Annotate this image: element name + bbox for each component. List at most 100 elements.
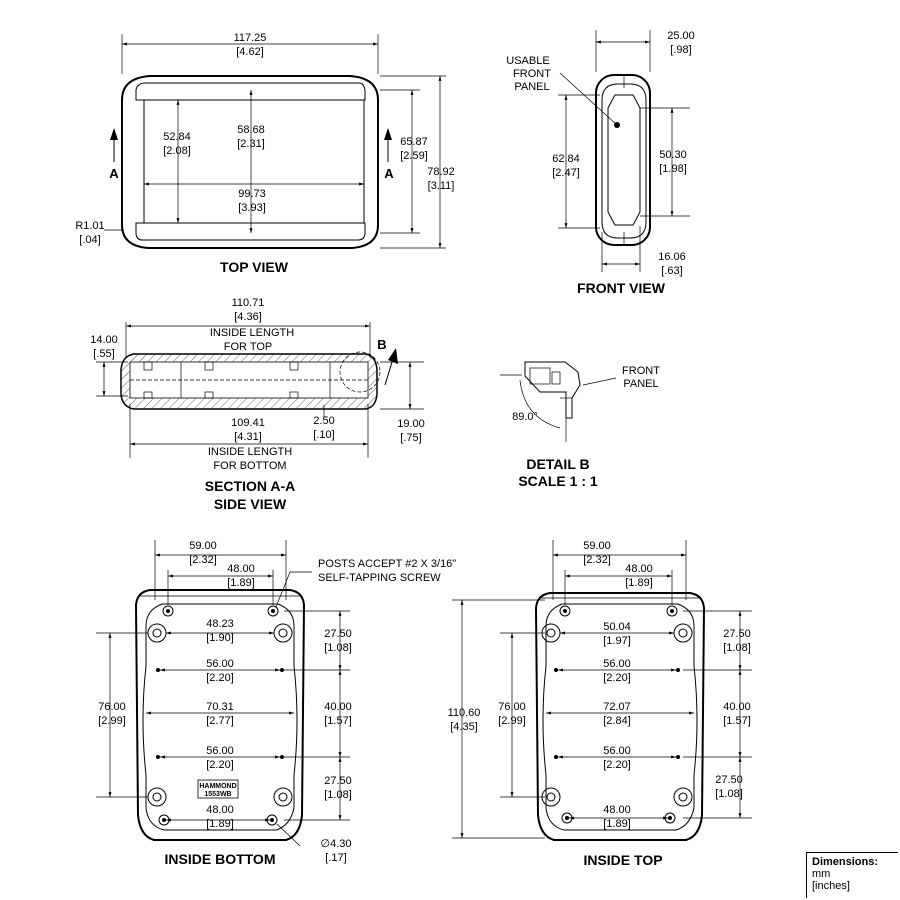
top-inner-width-in: [3.93]	[238, 202, 266, 214]
it-dim-12-mm: 27.50	[715, 774, 743, 786]
section-subtitle: SIDE VIEW	[214, 496, 287, 512]
ib-dim-10-in: [1.57]	[324, 715, 352, 727]
front-width-mm: 25.00	[667, 30, 695, 42]
detail-angle: 89.0°	[512, 411, 538, 423]
inside-bottom-view: HAMMOND 1553WB 59.00 [2.32] 48.00 [1.89]…	[96, 540, 456, 867]
it-dim-9-in: [2.99]	[498, 715, 526, 727]
legend-unit-inches: [inches]	[812, 880, 850, 892]
ib-dim-11-mm: 27.50	[324, 775, 352, 787]
top-height-mm: 78.92	[427, 166, 455, 178]
section-top-note-1: INSIDE LENGTH	[210, 327, 294, 339]
top-center-height-in: [2.31]	[237, 138, 265, 150]
ib-dim-5-mm: 70.31	[206, 701, 234, 713]
ib-dim-4-mm: 56.00	[206, 658, 234, 670]
detail-mark: B	[377, 337, 386, 352]
ib-dim-2-mm: 48.00	[227, 563, 255, 575]
section-wall-mm: 2.50	[313, 415, 334, 427]
section-bottom-note-2: FOR BOTTOM	[213, 460, 286, 472]
it-dim-8-in: [4.35]	[450, 721, 478, 733]
it-dim-4-in: [2.20]	[603, 672, 631, 684]
section-top-length-mm: 110.71	[232, 297, 265, 309]
front-view-title: FRONT VIEW	[577, 280, 666, 296]
top-height-in: [3.11]	[428, 180, 455, 192]
top-length-mm: 117.25	[234, 32, 267, 44]
ib-dim-5-in: [2.77]	[206, 715, 234, 727]
it-dim-7-in: [1.89]	[603, 818, 631, 830]
front-view-outline	[595, 74, 651, 246]
top-radius-mm: R1.01	[75, 220, 104, 232]
it-dim-6-in: [2.20]	[603, 759, 631, 771]
logo-line-1: HAMMOND	[199, 783, 236, 790]
it-dim-6-mm: 56.00	[603, 745, 631, 757]
posts-note-2: SELF-TAPPING SCREW	[318, 572, 441, 584]
front-width-in: [.98]	[670, 44, 691, 56]
posts-note-1: POSTS ACCEPT #2 X 3/16"	[318, 558, 456, 570]
detail-view: 89.0° FRONT PANEL DETAIL B SCALE 1 : 1	[500, 361, 660, 489]
it-dim-9-mm: 76.00	[498, 701, 526, 713]
it-dim-8-mm: 110.60	[448, 707, 481, 719]
detail-title: DETAIL B	[526, 456, 589, 472]
front-usable-width-mm: 16.06	[658, 251, 686, 263]
ib-dim-12-in: [.17]	[325, 852, 346, 864]
front-height-mm: 62.84	[552, 153, 580, 165]
front-usable-height-mm: 50.30	[659, 149, 687, 161]
inside-bottom-outline	[134, 589, 306, 841]
section-top-depth-in: [.55]	[93, 348, 114, 360]
top-view-outline	[121, 75, 379, 249]
ib-dim-9-mm: 27.50	[324, 628, 352, 640]
usable-label-2: FRONT	[513, 68, 551, 80]
it-dim-4-mm: 56.00	[603, 658, 631, 670]
detail-label-2: PANEL	[623, 378, 658, 390]
ib-dim-1-in: [2.32]	[189, 554, 217, 566]
ib-dim-8-in: [2.99]	[98, 715, 126, 727]
it-dim-10-in: [1.08]	[723, 642, 751, 654]
inside-top-title: INSIDE TOP	[583, 852, 662, 868]
top-inner-height-in: [2.08]	[163, 145, 191, 157]
detail-outline	[524, 361, 581, 419]
legend-unit-mm: mm	[812, 868, 831, 880]
section-mark-left: A	[109, 166, 119, 181]
logo-line-2: 1553WB	[204, 791, 231, 798]
it-dim-11-in: [1.57]	[723, 715, 751, 727]
it-dim-10-mm: 27.50	[723, 628, 751, 640]
ib-dim-9-in: [1.08]	[324, 642, 352, 654]
section-top-depth-mm: 14.00	[90, 334, 118, 346]
ib-dim-4-in: [2.20]	[206, 672, 234, 684]
section-bottom-length-mm: 109.41	[231, 417, 265, 429]
ib-dim-6-in: [2.20]	[206, 759, 234, 771]
top-view: 117.25 [4.62] 52.84 [2.08] 58.68 [2.31] …	[75, 32, 454, 275]
front-usable-height-in: [1.98]	[659, 163, 687, 175]
top-radius-in: [.04]	[79, 234, 100, 246]
ib-dim-6-mm: 56.00	[206, 745, 234, 757]
top-inner-width-mm: 99.73	[238, 188, 266, 200]
it-dim-1-in: [2.32]	[583, 554, 611, 566]
it-dim-3-in: [1.97]	[603, 635, 631, 647]
front-view: USABLE FRONT PANEL 25.00 [.98] 62.84 [2.…	[506, 30, 695, 296]
ib-dim-7-in: [1.89]	[206, 818, 234, 830]
section-top-length-in: [4.36]	[234, 311, 262, 323]
section-top-note-2: FOR TOP	[224, 341, 273, 353]
it-dim-11-mm: 40.00	[723, 701, 751, 713]
legend-title: Dimensions:	[812, 856, 879, 868]
section-title: SECTION A-A	[205, 478, 295, 494]
section-view: 110.71 [4.36] INSIDE LENGTH FOR TOP 109.…	[90, 297, 425, 512]
detail-label-1: FRONT	[622, 365, 660, 377]
ib-dim-8-mm: 76.00	[98, 701, 126, 713]
it-dim-12-in: [1.08]	[715, 788, 743, 800]
top-inner-height-mm: 52.84	[163, 131, 191, 143]
ib-dim-11-in: [1.08]	[324, 789, 352, 801]
front-height-in: [2.47]	[552, 167, 580, 179]
inside-top-outline	[534, 592, 706, 841]
ib-dim-3-mm: 48.23	[206, 618, 234, 630]
ib-dim-12-mm: ∅4.30	[321, 838, 352, 850]
top-view-title: TOP VIEW	[220, 259, 289, 275]
it-dim-2-in: [1.89]	[625, 577, 653, 589]
it-dim-1-mm: 59.00	[583, 540, 611, 552]
usable-label-3: PANEL	[514, 81, 549, 93]
ib-dim-3-in: [1.90]	[206, 632, 234, 644]
inside-bottom-title: INSIDE BOTTOM	[165, 851, 276, 867]
usable-label-1: USABLE	[506, 55, 549, 67]
section-depth-mm: 19.00	[397, 418, 425, 430]
ib-dim-10-mm: 40.00	[324, 701, 352, 713]
